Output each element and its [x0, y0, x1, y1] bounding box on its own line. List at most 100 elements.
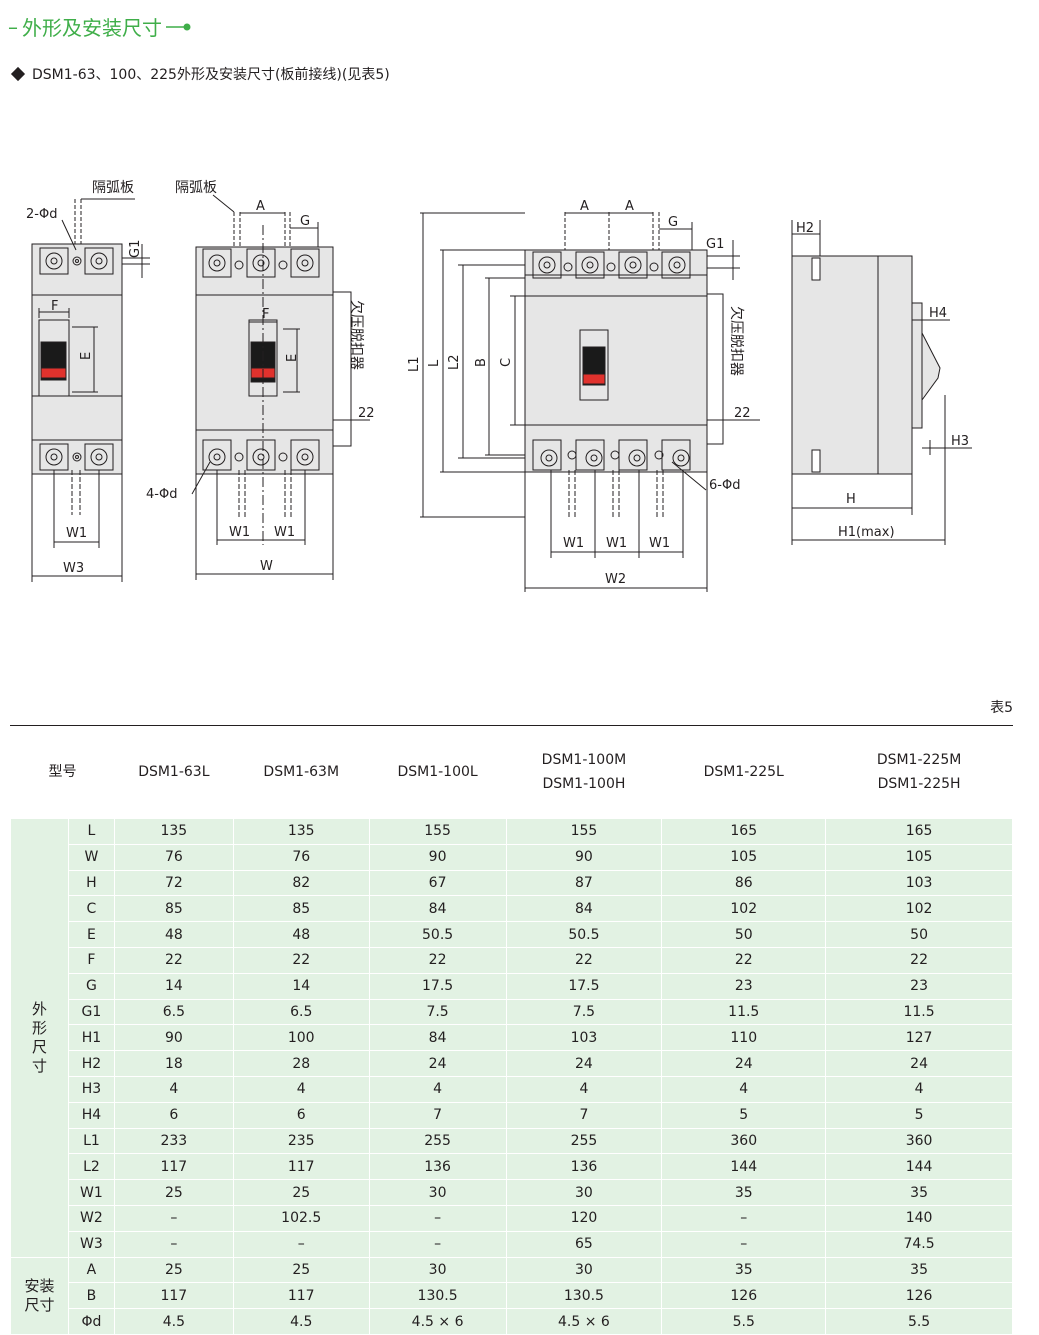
- table-cell: 4.5 × 6: [505, 1308, 663, 1335]
- table-label: 表5: [990, 700, 1013, 716]
- table-cell: 22: [113, 946, 234, 974]
- table-cell: 5.5: [825, 1308, 1013, 1335]
- dim-E-1: E: [79, 352, 94, 360]
- table-cell: 235: [232, 1127, 370, 1155]
- row-param-name: H3: [67, 1075, 115, 1103]
- hole-label-4: 4-Φd: [146, 487, 177, 502]
- table-cell: 25: [232, 1256, 370, 1284]
- col-header-text: DSM1-225M: [876, 752, 962, 768]
- table-cell: 126: [661, 1282, 827, 1310]
- table-cell: –: [368, 1204, 507, 1232]
- table-cell: 30: [368, 1256, 507, 1284]
- table-cell: 35: [825, 1256, 1013, 1284]
- table-cell: 24: [661, 1050, 827, 1077]
- table-cell: –: [113, 1204, 234, 1232]
- row-param-name: W3: [67, 1230, 115, 1258]
- table-cell: 90: [368, 843, 507, 871]
- table-cell: 360: [661, 1127, 827, 1155]
- row-param-name: A: [67, 1256, 115, 1284]
- table-cell: 11.5: [825, 998, 1013, 1026]
- table-cell: 6: [113, 1101, 234, 1129]
- table-cell: 11.5: [661, 998, 827, 1026]
- table-cell: 22: [661, 946, 827, 974]
- table-cell: 23: [825, 972, 1013, 1000]
- row-param-name: W1: [67, 1179, 115, 1206]
- table-cell: 24: [505, 1050, 663, 1077]
- table-cell: 50.5: [368, 921, 507, 948]
- table-cell: 87: [505, 869, 663, 897]
- col-header-5: DSM1-225L: [662, 726, 826, 819]
- dim-L: L: [427, 359, 442, 367]
- table-cell: 102: [825, 895, 1013, 923]
- table-cell: 84: [505, 895, 663, 923]
- table-cell: 24: [368, 1050, 507, 1077]
- table-cell: 5: [661, 1101, 827, 1129]
- table-cell: 48: [232, 921, 370, 948]
- table-cell: 14: [232, 972, 370, 1000]
- table-cell: 136: [505, 1153, 663, 1181]
- view-2pole: [31, 198, 150, 582]
- dim-22-1: 22: [358, 406, 375, 421]
- table-cell: –: [232, 1230, 370, 1258]
- row-param-name: F: [67, 946, 115, 974]
- dim-W1-6: W1: [649, 536, 670, 551]
- col-header-1: DSM1-63L: [114, 726, 233, 819]
- table-header-row: 型号 DSM1-63L DSM1-63M DSM1-100L DSM1-100M…: [11, 726, 1013, 819]
- table-cell: 4.5: [113, 1308, 234, 1335]
- subtitle: DSM1-63、100、225外形及安装尺寸(板前接线)(见表5): [10, 64, 390, 84]
- table-cell: 155: [368, 818, 507, 845]
- table-cell: 155: [505, 818, 663, 845]
- table-cell: –: [113, 1230, 234, 1258]
- table-cell: 84: [368, 1024, 507, 1052]
- dim-G-1: G: [300, 214, 310, 229]
- table-top-rule: [10, 725, 1013, 726]
- dim-H2: H2: [796, 221, 814, 236]
- row-group-label: 安装尺寸: [10, 1256, 69, 1335]
- table-cell: 17.5: [505, 972, 663, 1000]
- section-title-text: 外形及安装尺寸: [22, 16, 162, 40]
- col-header-text: DSM1-63L: [138, 764, 210, 780]
- arc-plate-label-2: 隔弧板: [175, 180, 217, 196]
- row-param-name: C: [67, 895, 115, 923]
- dim-L2: L2: [447, 354, 462, 370]
- table-cell: 102.5: [232, 1204, 370, 1232]
- table-cell: 144: [661, 1153, 827, 1181]
- dim-A-1: A: [256, 199, 265, 214]
- row-param-name: L2: [67, 1153, 115, 1181]
- table-cell: 14: [113, 972, 234, 1000]
- table-cell: 117: [232, 1282, 370, 1310]
- table-cell: 22: [368, 946, 507, 974]
- table-cell: 6: [232, 1101, 370, 1129]
- view-3pole: [191, 194, 370, 580]
- row-group-label: 外形尺寸: [10, 818, 69, 1258]
- table-row: W3–––65–74.5: [10, 1230, 1013, 1258]
- table-cell: 5.5: [661, 1308, 827, 1335]
- table-cell: 105: [825, 843, 1013, 871]
- dim-B: B: [474, 358, 489, 367]
- table-cell: 7: [368, 1101, 507, 1129]
- table-cell: 48: [113, 921, 234, 948]
- row-group-text: 外形尺寸: [31, 999, 47, 1075]
- table-cell: 72: [113, 869, 234, 897]
- table-cell: 7: [505, 1101, 663, 1129]
- col-header-3: DSM1-100L: [369, 726, 506, 819]
- dim-W: W: [260, 559, 273, 574]
- table-cell: 90: [113, 1024, 234, 1052]
- table-cell: 7.5: [368, 998, 507, 1026]
- col-header-text: DSM1-225L: [703, 764, 784, 780]
- table-cell: 35: [661, 1256, 827, 1284]
- table-cell: 35: [825, 1179, 1013, 1206]
- hole-label-6: 6-Φd: [709, 478, 740, 493]
- arc-plate-label-1: 隔弧板: [92, 180, 134, 196]
- dim-G-2: G: [668, 215, 678, 230]
- hole-label-2: 2-Φd: [26, 207, 57, 222]
- row-param-name: G: [67, 972, 115, 1000]
- dim-G1-2: G1: [706, 237, 724, 252]
- table-cell: 110: [661, 1024, 827, 1052]
- table-cell: 76: [232, 843, 370, 871]
